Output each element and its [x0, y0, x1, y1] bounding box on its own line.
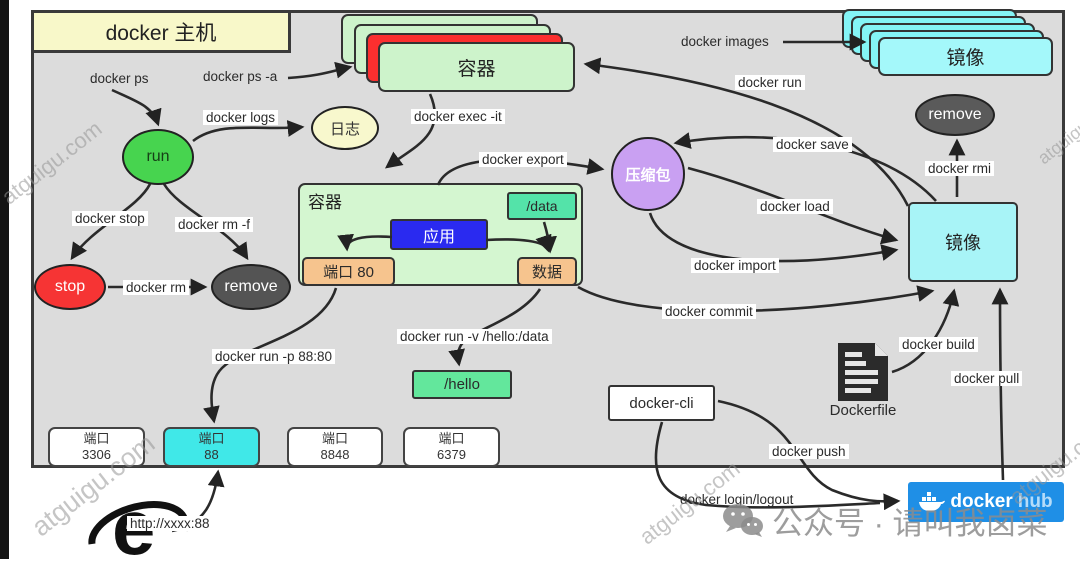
- dockerfile-caption: Dockerfile: [829, 402, 897, 419]
- log-label: 日志: [329, 120, 360, 138]
- docker-hub-suffix: hub: [1017, 491, 1053, 512]
- cmd-docker-build: docker build: [899, 337, 978, 352]
- port-value: 8848: [320, 447, 350, 462]
- port-3306-box: 端口 3306: [48, 427, 145, 467]
- stop-state-node: stop: [34, 264, 106, 310]
- run-state-node: run: [122, 129, 194, 185]
- docker-cli-node: docker-cli: [608, 385, 715, 421]
- image-box: 镜像: [908, 202, 1018, 282]
- port-label: 端口: [438, 430, 465, 446]
- cmd-docker-images: docker images: [681, 34, 769, 49]
- docker-host-title: docker 主机: [31, 10, 291, 53]
- image-stack-front: 镜像: [878, 37, 1053, 76]
- left-edge-bar: [0, 0, 9, 559]
- archive-label: 压缩包: [625, 166, 671, 184]
- cmd-docker-run: docker run: [735, 75, 805, 90]
- cmd-docker-logs: docker logs: [203, 110, 279, 125]
- docker-hub-word: docker: [950, 491, 1013, 512]
- cmd-docker-commit: docker commit: [662, 304, 756, 319]
- cmd-docker-run-p: docker run -p 88:80: [212, 349, 336, 364]
- cmd-docker-pull: docker pull: [951, 371, 1023, 386]
- cmd-docker-exec: docker exec -it: [411, 109, 505, 124]
- port80-label: 端口 80: [323, 264, 374, 281]
- port-value: 88: [204, 447, 219, 462]
- docker-cli-label: docker-cli: [629, 394, 694, 412]
- image-stack-label: 镜像: [946, 48, 985, 69]
- hello-volume-label: /hello: [444, 376, 480, 393]
- data-node: 数据: [517, 257, 577, 286]
- run-state-label: run: [146, 148, 170, 165]
- remove-image-node: remove: [915, 94, 995, 136]
- port-value: 6379: [437, 447, 466, 462]
- dockerfile-icon: [836, 341, 890, 408]
- cmd-docker-stop: docker stop: [72, 211, 148, 226]
- cmd-docker-rm-f: docker rm -f: [175, 217, 254, 232]
- cmd-docker-export: docker export: [479, 152, 567, 167]
- container-stack-label: 容器: [457, 58, 496, 80]
- port-label: 端口: [198, 430, 225, 446]
- container-stack-front: 容器: [378, 42, 575, 92]
- port-6379-box: 端口 6379: [403, 427, 500, 467]
- cmd-docker-run-v: docker run -v /hello:/data: [397, 329, 552, 344]
- cmd-docker-ps-a: docker ps -a: [203, 69, 278, 84]
- port-value: 3306: [82, 447, 111, 462]
- port-8848-box: 端口 8848: [287, 427, 383, 467]
- log-node: 日志: [311, 106, 379, 150]
- docker-whale-icon: [919, 492, 946, 512]
- data-volume-label: /data: [526, 198, 558, 214]
- cmd-docker-load: docker load: [757, 199, 833, 214]
- stop-state-label: stop: [54, 278, 86, 295]
- cmd-docker-save: docker save: [773, 137, 852, 152]
- cmd-docker-import: docker import: [691, 258, 779, 273]
- cmd-docker-login: docker login/logout: [680, 492, 794, 507]
- app-label: 应用: [422, 228, 455, 246]
- port80-node: 端口 80: [302, 257, 395, 286]
- remove-container-node: remove: [211, 264, 291, 310]
- archive-node: 压缩包: [611, 137, 685, 211]
- cmd-docker-rmi: docker rmi: [925, 161, 995, 176]
- hello-volume-node: /hello: [412, 370, 512, 399]
- port-label: 端口: [321, 430, 348, 446]
- container-detail-label: 容器: [308, 193, 342, 212]
- cmd-docker-rm: docker rm: [123, 280, 190, 295]
- remove-image-label: remove: [928, 106, 982, 123]
- app-node: 应用: [390, 219, 488, 250]
- wechat-icon: [722, 503, 764, 539]
- cmd-docker-push: docker push: [769, 444, 849, 459]
- browser-url-label: http://xxxx:88: [127, 516, 213, 531]
- docker-host-title-text: docker 主机: [105, 21, 217, 45]
- data-volume-node: /data: [507, 192, 577, 220]
- image-box-label: 镜像: [945, 233, 981, 253]
- port-88-box: 端口 88: [163, 427, 260, 467]
- port-label: 端口: [83, 430, 110, 446]
- remove-container-label: remove: [224, 278, 278, 295]
- cmd-docker-ps: docker ps: [90, 71, 149, 86]
- data-label: 数据: [531, 264, 562, 281]
